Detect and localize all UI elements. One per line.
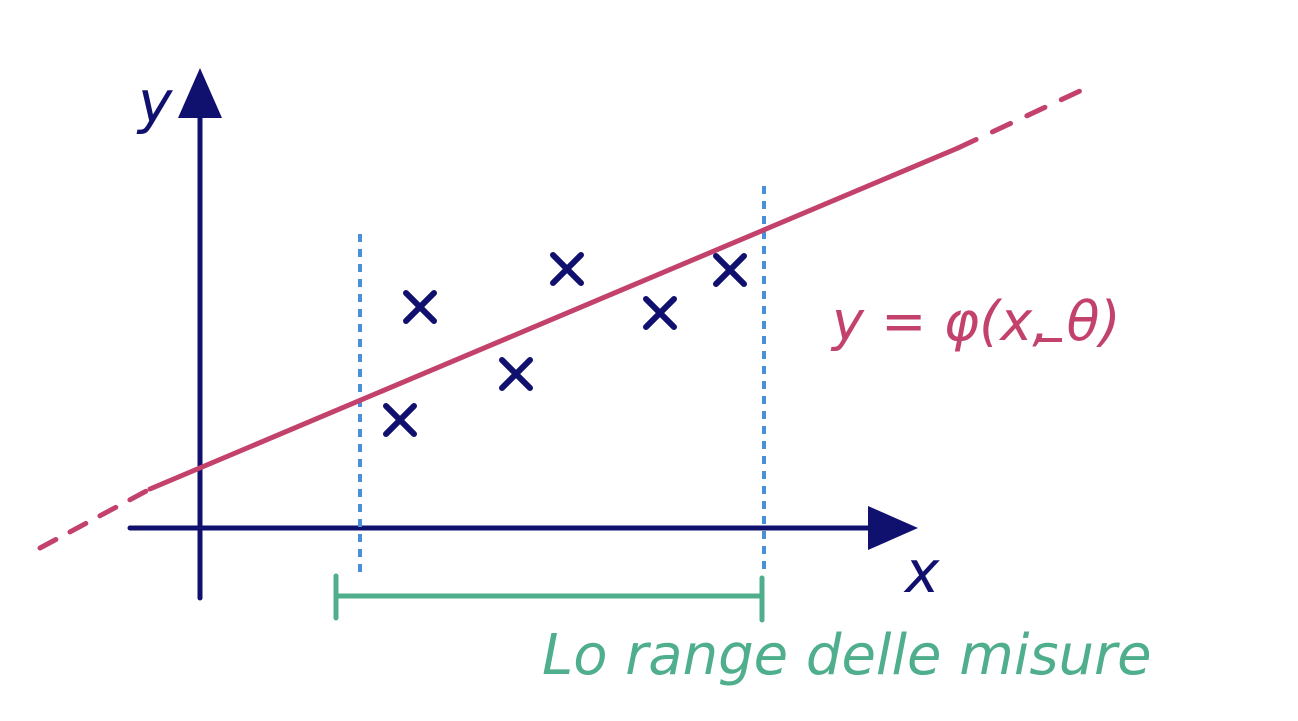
data-points (383, 252, 747, 437)
data-point (550, 252, 584, 286)
y-axis-label: y (136, 68, 173, 136)
data-point (383, 403, 417, 437)
model-line (37, 87, 1085, 551)
data-point (403, 290, 437, 324)
range-label: Lo range delle misure (542, 623, 1152, 688)
range-bracket (333, 573, 765, 623)
data-point-stroke (403, 290, 437, 324)
y-axis-arrowhead (178, 68, 222, 118)
model-equation-label: y = φ(x, θ) (830, 290, 1121, 353)
data-point-stroke (499, 357, 533, 391)
x-axis: x (127, 506, 940, 606)
data-point-stroke (713, 253, 747, 287)
data-point (499, 357, 533, 391)
data-point (713, 253, 747, 287)
model-line-extrapolation-left (37, 486, 153, 551)
data-point-stroke (643, 296, 677, 330)
x-axis-arrowhead (868, 506, 918, 550)
y-axis: y (136, 68, 222, 601)
data-point (643, 296, 677, 330)
model-line-extrapolation-right (955, 87, 1085, 151)
x-axis-label: x (903, 538, 940, 606)
data-point-stroke (383, 403, 417, 437)
data-point-stroke (550, 252, 584, 286)
model-line-solid (147, 145, 961, 492)
